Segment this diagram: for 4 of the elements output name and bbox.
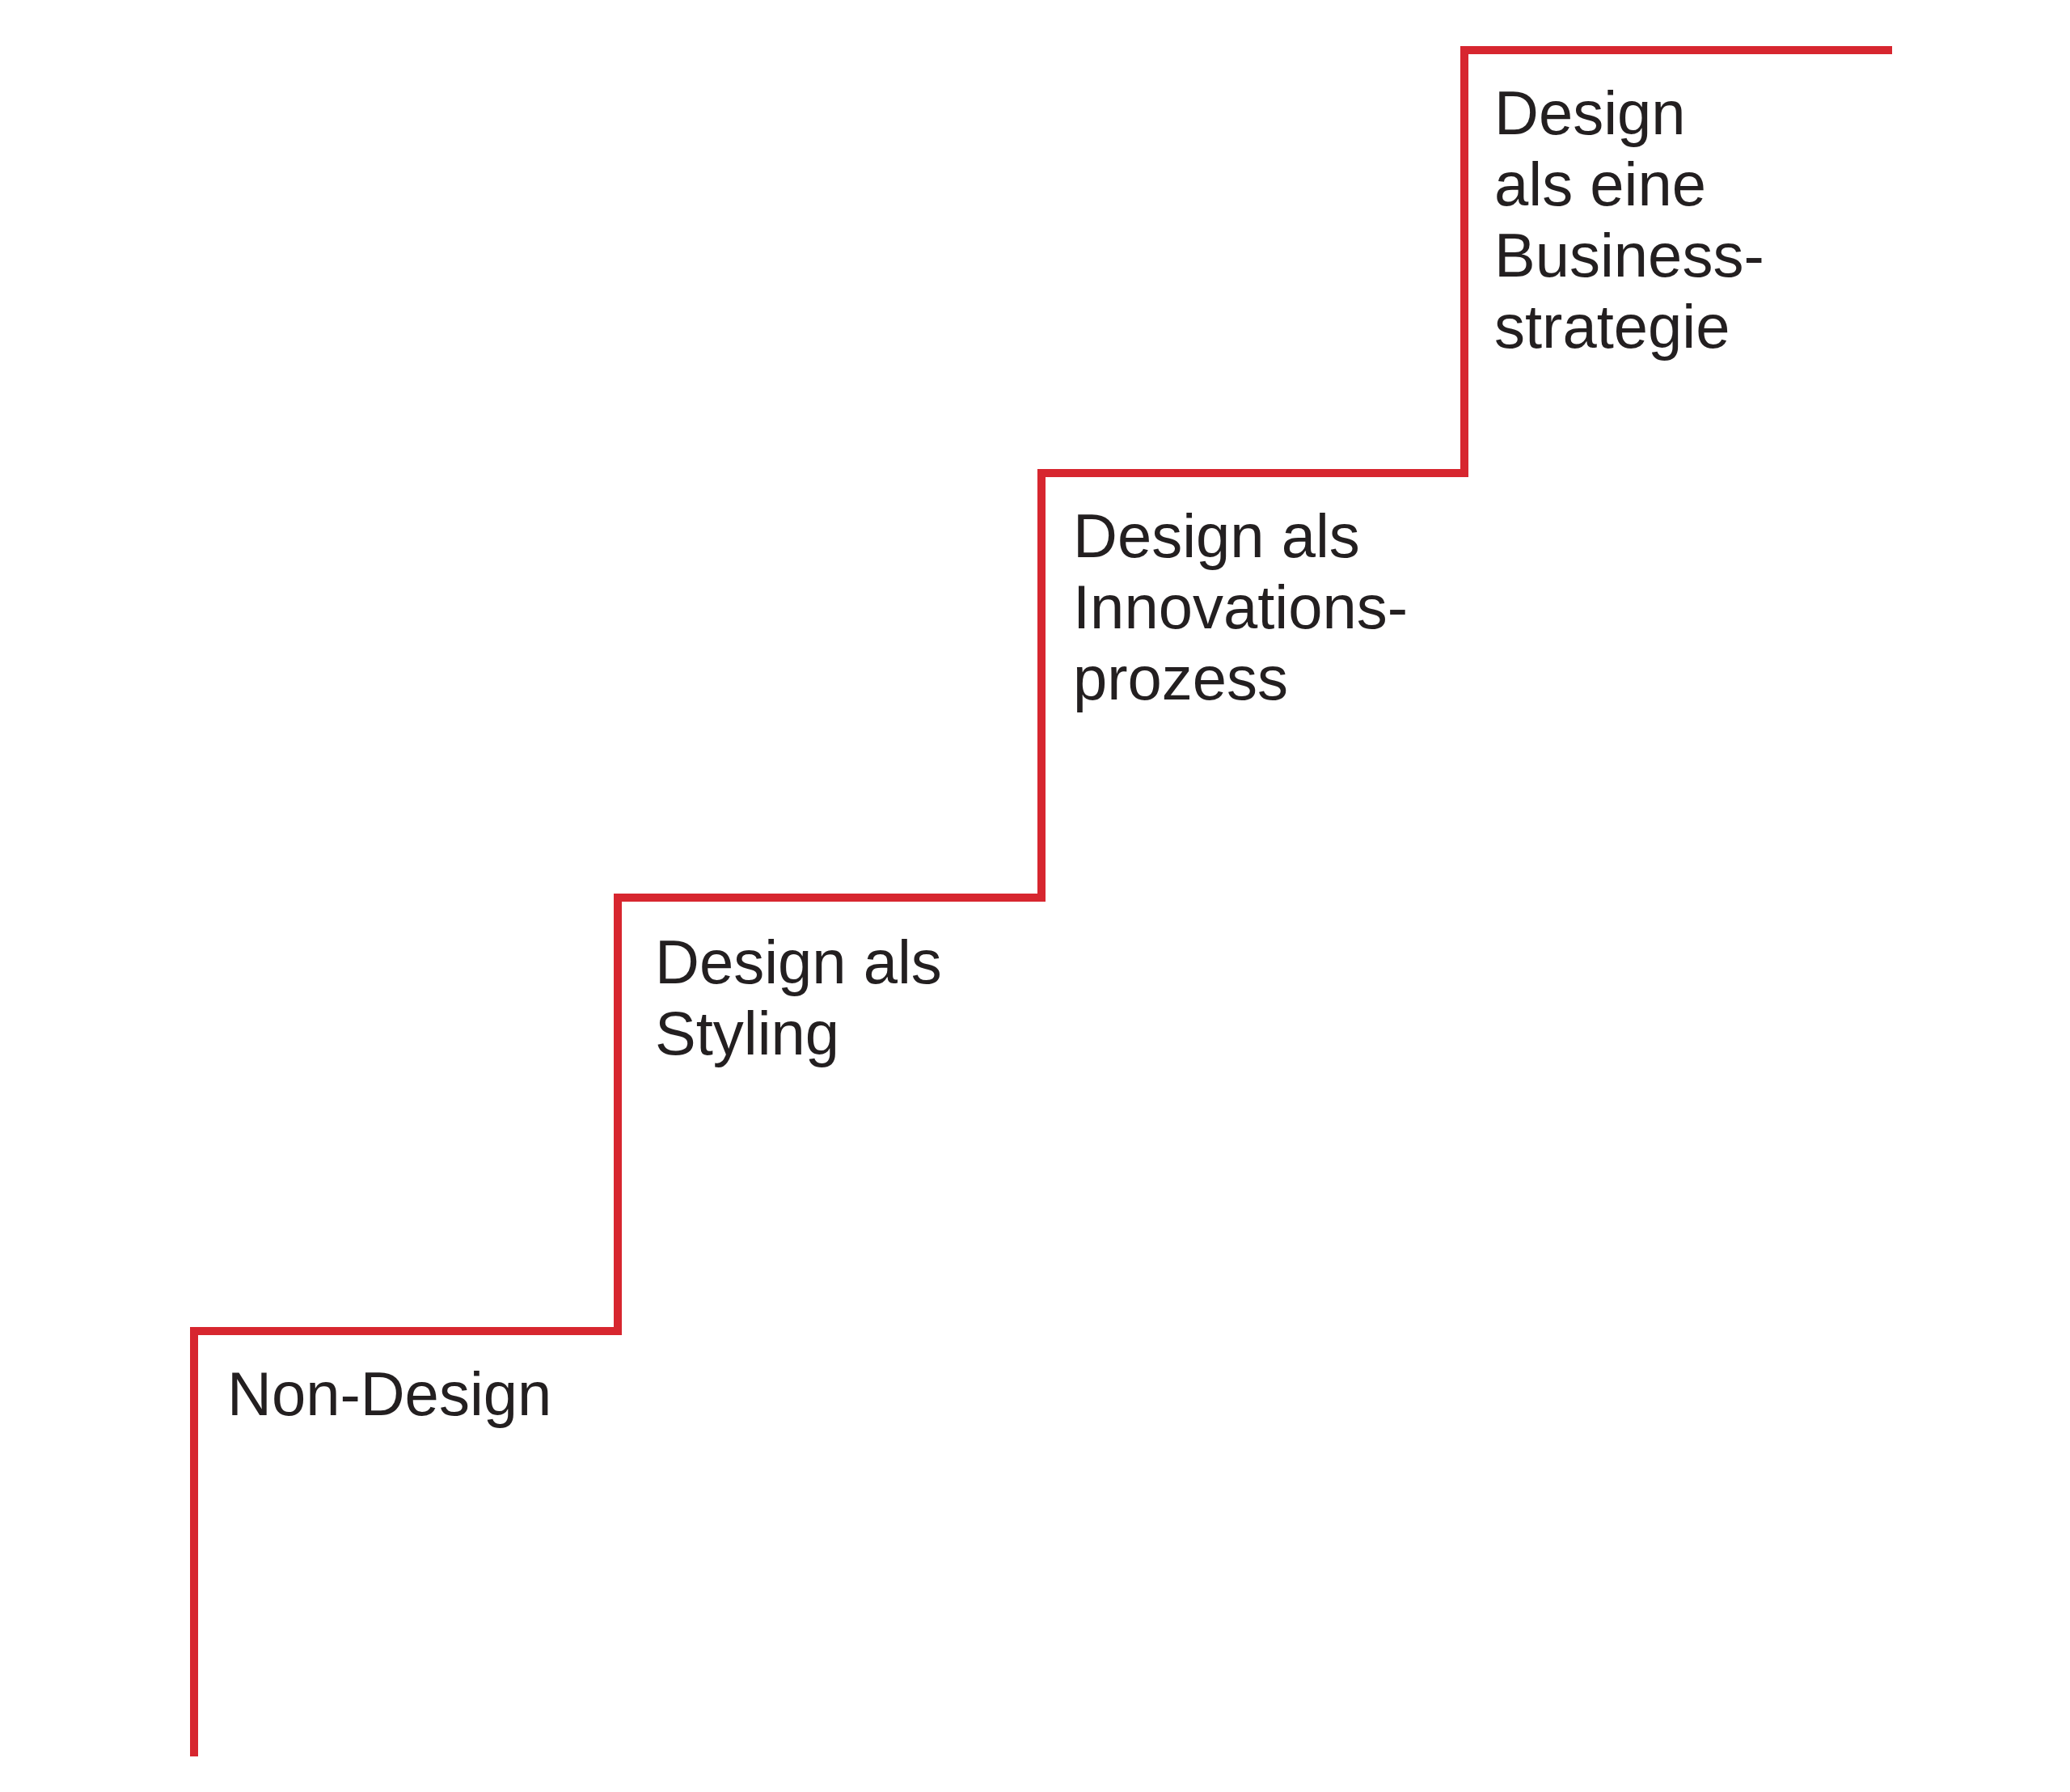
step-label: Design als Innovations-prozess [1073,501,1409,714]
step-label: Design als Styling [655,927,943,1069]
step-label: Design als eine Business-strategie [1494,78,1765,362]
step-label: Non-Design [227,1359,553,1430]
